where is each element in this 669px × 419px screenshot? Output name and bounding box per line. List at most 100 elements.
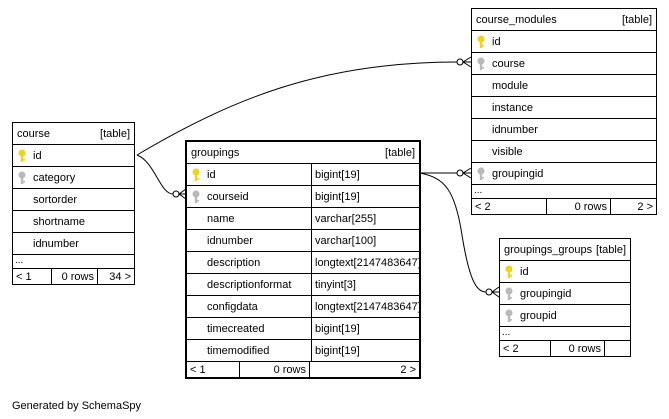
- foreign-key-icon: [192, 190, 200, 203]
- column-name: groupid: [520, 309, 557, 322]
- row-count: 0 rows: [51, 269, 97, 284]
- primary-key-icon: [505, 265, 513, 278]
- column-name: name: [207, 212, 235, 225]
- column-name: timecreated: [207, 322, 265, 335]
- column-row[interactable]: category: [13, 167, 134, 189]
- column-name: idnumber: [492, 123, 538, 136]
- column-key-cell: [187, 230, 205, 251]
- primary-key-icon: [18, 149, 26, 162]
- column-row[interactable]: visible: [472, 141, 656, 163]
- column-row[interactable]: id bigint[19]: [187, 164, 419, 186]
- column-key-cell: [472, 97, 490, 118]
- column-key-cell: [13, 233, 31, 254]
- column-key-cell: [13, 211, 31, 232]
- column-name: idnumber: [207, 234, 253, 247]
- column-name: module: [492, 79, 529, 92]
- table-course-modules[interactable]: course_modules [table] id course module ins…: [471, 8, 657, 215]
- column-key-cell: [472, 53, 490, 74]
- table-name: course_modules: [476, 13, 557, 26]
- parent-count: < 1: [16, 270, 32, 283]
- column-key-cell: [472, 75, 490, 96]
- table-tag: [table]: [622, 13, 652, 26]
- column-type: bigint[19]: [311, 164, 419, 185]
- column-row[interactable]: id: [13, 145, 134, 167]
- table-groupings-groups[interactable]: groupings_groups [table] id groupingid gro…: [499, 238, 631, 357]
- column-row[interactable]: module: [472, 75, 656, 97]
- column-name: configdata: [207, 300, 258, 313]
- foreign-key-icon: [505, 287, 513, 300]
- column-list: id groupingid groupid: [500, 261, 630, 327]
- column-name: course: [492, 57, 526, 70]
- table-footer: < 1 0 rows 2 >: [187, 362, 419, 377]
- column-type: varchar[100]: [311, 230, 419, 251]
- column-row[interactable]: groupingid: [472, 163, 656, 185]
- column-key-cell: [187, 186, 205, 207]
- column-row[interactable]: description longtext[2147483647]: [187, 252, 419, 274]
- column-name: category: [33, 171, 76, 184]
- column-name: id: [492, 35, 501, 48]
- more-columns-ellipsis: ...: [472, 185, 656, 199]
- table-name: groupings_groups: [504, 243, 593, 256]
- column-key-cell: [472, 31, 490, 52]
- primary-key-icon: [477, 35, 485, 48]
- table-tag: [table]: [100, 127, 130, 140]
- edge-course-to-course-modules: [136, 61, 458, 156]
- column-name: instance: [492, 101, 533, 114]
- column-key-cell: [187, 252, 205, 273]
- column-key-cell: [500, 305, 518, 326]
- column-row[interactable]: shortname: [13, 211, 134, 233]
- column-name: groupingid: [492, 167, 544, 180]
- table-header: groupings_groups [table]: [500, 239, 630, 261]
- table-footer: < 2 0 rows: [500, 341, 630, 356]
- column-row[interactable]: instance: [472, 97, 656, 119]
- table-tag: [table]: [385, 146, 415, 159]
- generated-by-label: Generated by SchemaSpy: [12, 400, 142, 412]
- child-count: 2 >: [309, 362, 419, 377]
- column-name: id: [207, 168, 216, 181]
- column-row[interactable]: id: [500, 261, 630, 283]
- primary-key-icon: [192, 168, 200, 181]
- column-row[interactable]: idnumber: [472, 119, 656, 141]
- edge-crowfoot-marker: [491, 286, 500, 298]
- table-header: groupings [table]: [187, 142, 419, 164]
- column-name: description: [207, 256, 261, 269]
- foreign-key-icon: [477, 57, 485, 70]
- column-type: bigint[19]: [311, 340, 419, 361]
- table-course[interactable]: course [table] id category sortorder shortn…: [12, 122, 135, 285]
- column-key-cell: [187, 208, 205, 229]
- edge-crowfoot-marker: [462, 167, 472, 179]
- column-row[interactable]: course: [472, 53, 656, 75]
- table-footer: < 1 0 rows 34 >: [13, 269, 134, 284]
- edge-groupings-to-groupings-groups: [419, 172, 487, 293]
- column-row[interactable]: idnumber: [13, 233, 134, 255]
- column-key-cell: [472, 163, 490, 184]
- column-row[interactable]: groupingid: [500, 283, 630, 305]
- edge-optional-marker: [456, 169, 464, 177]
- column-name: sortorder: [33, 193, 78, 206]
- column-row[interactable]: groupid: [500, 305, 630, 327]
- column-key-cell: [500, 261, 518, 282]
- column-row[interactable]: sortorder: [13, 189, 134, 211]
- table-tag: [table]: [596, 243, 626, 256]
- column-key-cell: [13, 145, 31, 166]
- column-name: visible: [492, 145, 523, 158]
- more-columns-ellipsis: ...: [500, 327, 630, 341]
- edge-course-to-groupings: [136, 154, 174, 195]
- column-name: id: [520, 265, 529, 278]
- table-name: course: [17, 127, 51, 140]
- column-row[interactable]: idnumber varchar[100]: [187, 230, 419, 252]
- column-name: courseid: [207, 190, 249, 203]
- table-header: course [table]: [13, 123, 134, 145]
- column-row[interactable]: id: [472, 31, 656, 53]
- column-type: longtext[2147483647]: [311, 252, 419, 273]
- foreign-key-icon: [477, 167, 485, 180]
